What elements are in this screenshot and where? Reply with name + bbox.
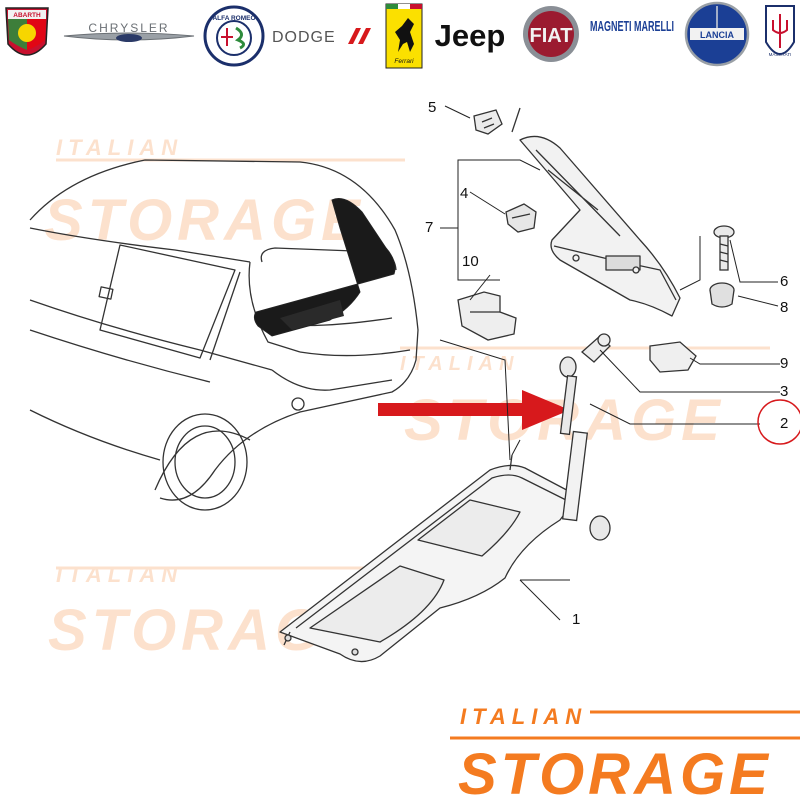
magneti-marelli-logo: MAGNETI MARELLI	[590, 18, 674, 35]
maserati-wordmark: MASERATI	[769, 52, 792, 57]
callout-9: 9	[780, 355, 788, 372]
chrysler-wings-logo: CHRYSLER	[63, 21, 195, 42]
callout-6: 6	[780, 273, 788, 290]
ferrari-wordmark: Ferrari	[394, 58, 414, 65]
abarth-wordmark: ABARTH	[13, 12, 41, 19]
car-outline-illustration	[29, 159, 419, 511]
lancia-wordmark: LANCIA	[700, 30, 734, 40]
part-grommet-8	[709, 282, 735, 308]
part-bracket-4	[505, 203, 537, 233]
svg-text:ITALIAN: ITALIAN	[56, 135, 183, 160]
red-arrow-indicator	[378, 390, 570, 430]
dodge-wordmark: DODGE	[272, 29, 336, 46]
part-buffer-10	[457, 291, 517, 341]
maserati-trident-logo: MASERATI	[765, 5, 795, 57]
logo-text-italian: ITALIAN	[460, 704, 587, 729]
jeep-wordmark-logo: Jeep	[435, 18, 506, 53]
part-ball-stud	[581, 333, 611, 363]
svg-text:ITALIAN: ITALIAN	[56, 562, 183, 587]
jeep-wordmark: Jeep	[435, 18, 506, 53]
part-clip-5	[473, 109, 503, 135]
fiat-badge-logo: FIAT	[523, 6, 579, 62]
car-shelf-highlight	[280, 300, 344, 330]
callout-3: 3	[780, 383, 788, 400]
part-parcel-shelf	[279, 454, 579, 663]
logo-text-storage: STORAGE	[458, 742, 772, 800]
fiat-wordmark: FIAT	[530, 25, 573, 47]
callout-4: 4	[460, 185, 468, 202]
dodge-wordmark-logo: DODGE	[272, 28, 371, 46]
chrysler-wordmark: CHRYSLER	[88, 21, 169, 35]
car-rear-window-panel	[253, 198, 396, 337]
italian-storage-logo: ITALIAN STORAGE	[450, 704, 800, 800]
watermark-italian-storage-1: ITALIAN STORAGE	[44, 135, 405, 253]
callout-1: 1	[572, 611, 580, 628]
callout-2: 2	[780, 415, 788, 432]
part-cover-9	[649, 341, 697, 373]
part-tailgate-assembly	[511, 107, 681, 317]
callout-labels: 1 2 3 4 5 6 7 8 9 10	[425, 99, 788, 628]
alfa-romeo-logo: ALFA ROMEO	[203, 5, 265, 67]
callout-leader-lines	[439, 105, 780, 621]
alfa-romeo-wordmark: ALFA ROMEO	[212, 15, 255, 22]
svg-text:STORAGE: STORAGE	[44, 188, 365, 253]
abarth-scorpion-logo: ABARTH	[5, 7, 49, 56]
callout-5: 5	[428, 99, 436, 116]
ferrari-horse-logo: Ferrari	[385, 3, 423, 69]
callout-10: 10	[462, 253, 479, 270]
magneti-marelli-wordmark: MAGNETI MARELLI	[590, 18, 674, 35]
lancia-badge-logo: LANCIA	[684, 1, 750, 67]
brand-logo-bar: ABARTH CHRYSLER ALFA ROMEO DODGE Ferrari…	[5, 1, 795, 69]
part-screw-6	[713, 225, 735, 271]
highlight-circle-part-2	[757, 399, 800, 445]
part-gas-strut	[559, 356, 611, 541]
callout-7: 7	[425, 219, 433, 236]
callout-8: 8	[780, 299, 788, 316]
svg-text:ITALIAN: ITALIAN	[400, 353, 519, 375]
